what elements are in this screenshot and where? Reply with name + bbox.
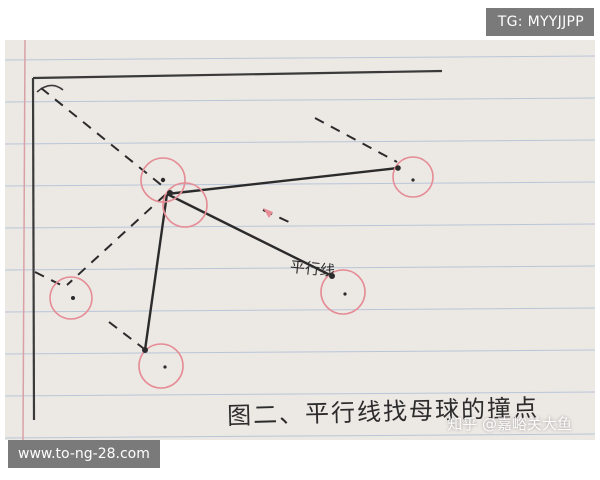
ball-bottom xyxy=(138,343,184,389)
sketch-canvas xyxy=(5,40,595,440)
ball-cue-contact xyxy=(162,182,208,228)
bottom-url-tag[interactable]: www.to-ng-28.com xyxy=(8,440,160,468)
ball-right xyxy=(392,156,434,198)
ball-left xyxy=(49,276,93,320)
margin-line xyxy=(22,40,26,440)
shot-lines xyxy=(143,166,399,351)
table-edges xyxy=(31,69,443,421)
watermark: 知乎 @嘉峪关大鱼 xyxy=(447,415,572,433)
top-tag: TG: MYYJJPP xyxy=(485,8,594,36)
ruled-lines xyxy=(5,55,595,439)
balls xyxy=(49,156,434,389)
ball-centers xyxy=(71,165,415,369)
notebook-photo: 平行线 图二、平行线找母球的撞点 xyxy=(5,40,595,440)
ball-middle-right xyxy=(320,269,366,315)
